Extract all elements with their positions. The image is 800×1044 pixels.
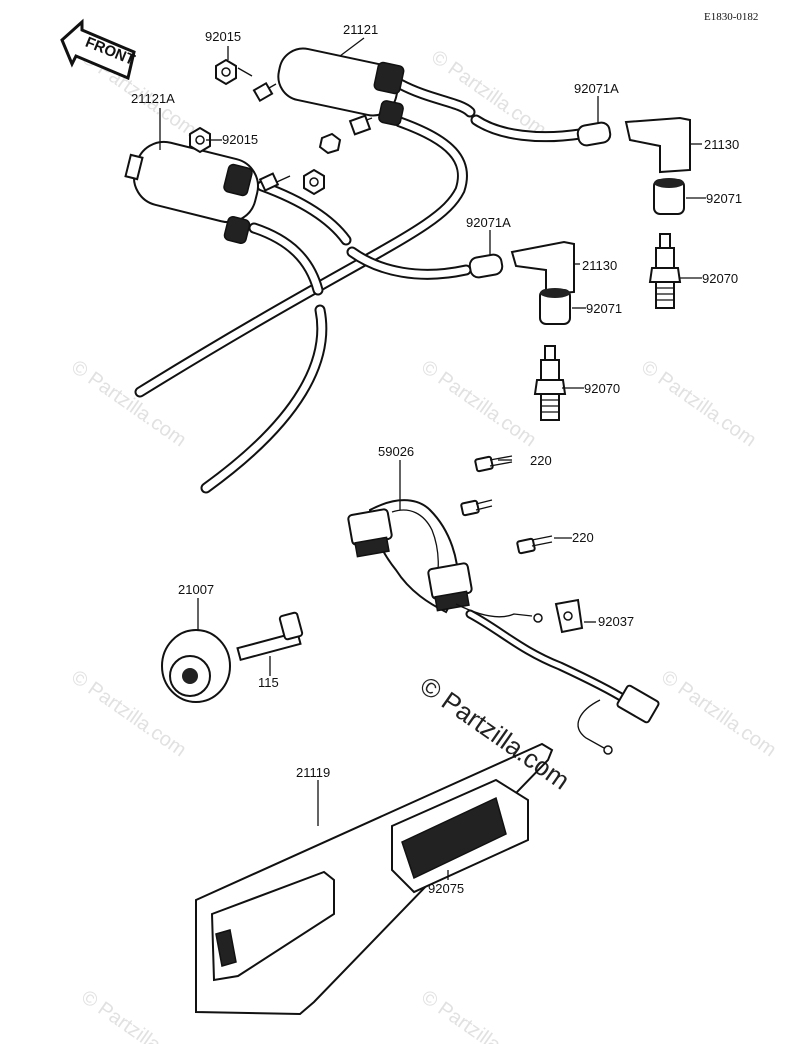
label-220-lower: 220 [572,530,594,545]
screw-220-upper [474,455,513,473]
label-21121: 21121 [343,22,378,37]
watermark: © Partzilla.com [657,666,780,761]
label-92071-upper: 92071 [706,191,742,206]
label-92071a-lower: 92071A [466,215,511,230]
cap-92071a-upper [576,121,612,147]
ignition-coil-21121a [124,140,291,244]
spark-plug-92070-lower [533,345,567,421]
part-labels: 21121 21121A 92015 92015 92071A 92071A 2… [131,22,742,896]
label-92071a-upper: 92071A [574,81,619,96]
boot-92071-upper [653,178,685,215]
diagram-ref-number: E1830-0182 [704,11,758,23]
label-92015-lower: 92015 [222,132,258,147]
label-92070-upper: 92070 [702,271,738,286]
watermark: © Partzilla.com [417,356,540,451]
nut-92015-upper [215,58,253,86]
ht-wires [134,78,586,494]
plug-cap-21130-upper [624,116,691,174]
label-115: 115 [258,675,279,690]
ignition-coil-21121 [252,47,405,155]
leader-lines [159,37,706,880]
igniter-21119-frame [195,742,554,1016]
pickup-coil-assy-59026 [347,499,660,755]
nut-92015-lower [189,126,211,154]
nut-coil-lower [303,168,325,196]
cap-92071a-lower [468,253,504,279]
label-59026: 59026 [378,444,414,459]
label-21130-upper: 21130 [704,137,739,152]
boot-92071-lower [539,288,571,325]
watermark: © Partzilla.com [637,356,760,451]
clamp-92037 [554,598,584,634]
watermark-main: © Partzilla.com [415,670,576,795]
timing-advancer-21007 [161,629,231,703]
bolt-115 [236,611,304,662]
watermark: © Partzilla.com [77,986,200,1044]
label-220-upper: 220 [530,453,552,468]
screw-220-middle [460,499,493,517]
label-92071-lower: 92071 [586,301,622,316]
label-92075: 92075 [428,881,464,896]
label-21007: 21007 [178,582,214,597]
label-92037: 92037 [598,614,634,629]
plug-cap-21130-lower [510,240,575,296]
screw-220-lower [516,535,553,555]
label-21130-lower: 21130 [582,258,617,273]
spark-plug-92070-upper [648,233,682,309]
watermark: © Partzilla.com [417,986,540,1044]
label-92015-upper: 92015 [205,29,241,44]
label-21119: 21119 [296,765,330,780]
label-21121a: 21121A [131,91,175,106]
label-92070-lower: 92070 [584,381,620,396]
